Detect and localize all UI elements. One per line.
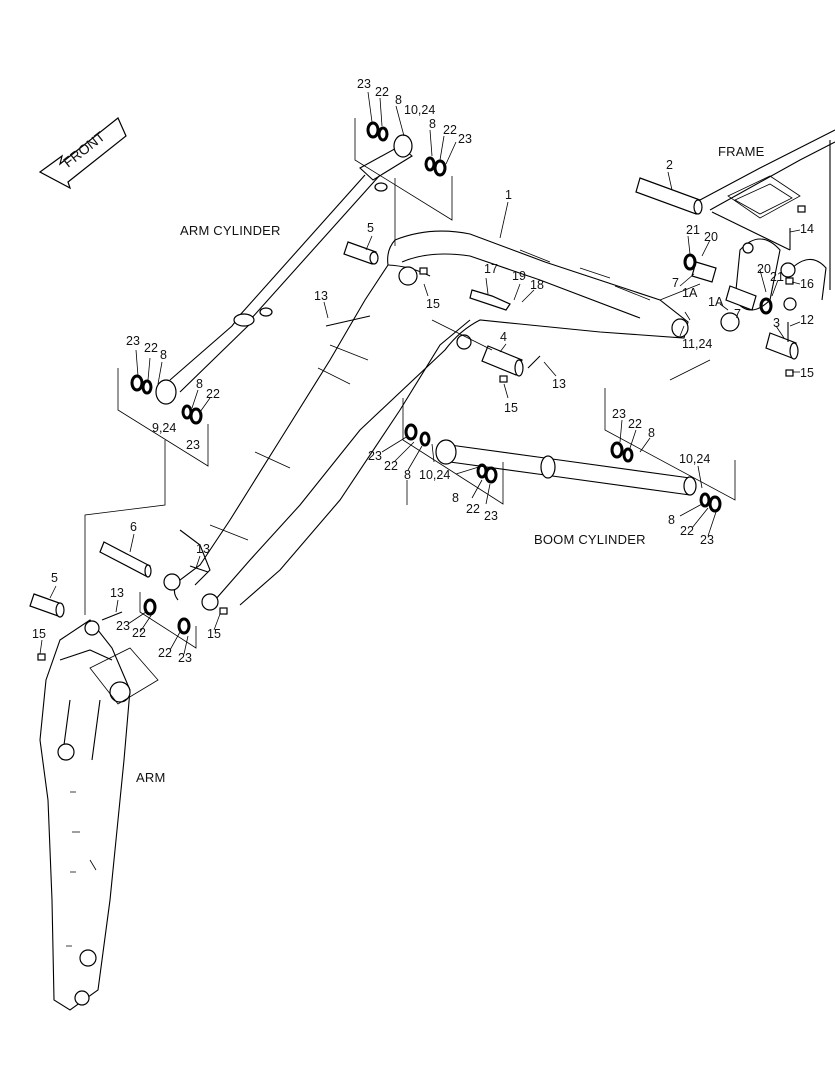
callout-22j: 22 xyxy=(158,646,172,660)
callout-13d: 13 xyxy=(110,586,124,600)
callout-15c: 15 xyxy=(207,627,221,641)
callout-11-24: 11,24 xyxy=(682,337,712,351)
callout-22i: 22 xyxy=(132,626,146,640)
front-arrow-icon: FRONT xyxy=(38,117,127,190)
callout-23b: 23 xyxy=(458,132,472,146)
caption-arm: ARM xyxy=(136,770,166,785)
callout-13b: 13 xyxy=(552,377,566,391)
callout-23i: 23 xyxy=(116,619,130,633)
callout-5a: 5 xyxy=(367,221,374,235)
callout-7a: 7 xyxy=(672,276,679,290)
callout-21a: 21 xyxy=(686,223,700,237)
callout-22g: 22 xyxy=(628,417,642,431)
bolts xyxy=(37,205,806,661)
callout-18: 18 xyxy=(530,278,544,292)
callout-21b: 21 xyxy=(770,270,784,284)
caption-frame: FRAME xyxy=(718,144,765,159)
callout-1A-a: 1A xyxy=(682,286,698,300)
callout-10-24c: 10,24 xyxy=(679,452,710,466)
callout-22f: 22 xyxy=(466,502,480,516)
callout-6: 6 xyxy=(130,520,137,534)
callout-8a: 8 xyxy=(395,93,402,107)
callout-13a: 13 xyxy=(314,289,328,303)
callout-22c: 22 xyxy=(144,341,158,355)
callout-8c: 8 xyxy=(160,348,167,362)
callout-12: 12 xyxy=(800,313,814,327)
callout-9-24: 9,24 xyxy=(152,421,176,435)
callout-8h: 8 xyxy=(668,513,675,527)
callout-23e: 23 xyxy=(368,449,382,463)
callout-2: 2 xyxy=(666,158,673,172)
frame-outline xyxy=(699,129,835,332)
callout-8e: 8 xyxy=(404,468,411,482)
callout-1: 1 xyxy=(505,188,512,202)
boom-cylinder xyxy=(435,439,697,496)
callout-23c: 23 xyxy=(126,334,140,348)
callout-8f: 8 xyxy=(452,491,459,505)
callout-14: 14 xyxy=(800,222,814,236)
callout-15a: 15 xyxy=(426,297,440,311)
callout-15b: 15 xyxy=(504,401,518,415)
callout-19: 19 xyxy=(512,269,526,283)
callout-17: 17 xyxy=(484,262,498,276)
callout-23a: 23 xyxy=(357,77,371,91)
callout-23f: 23 xyxy=(484,509,498,523)
callout-10-24b: 10,24 xyxy=(419,468,450,482)
callout-22a: 22 xyxy=(375,85,389,99)
callout-3: 3 xyxy=(773,316,780,330)
caption-arm-cylinder: ARM CYLINDER xyxy=(180,223,281,238)
callout-22b: 22 xyxy=(443,123,457,137)
callout-7b: 7 xyxy=(734,307,741,321)
boom xyxy=(163,230,689,611)
callout-22e: 22 xyxy=(384,459,398,473)
callout-8g: 8 xyxy=(648,426,655,440)
detail-brackets xyxy=(84,118,736,705)
callout-20b: 20 xyxy=(757,262,771,276)
callout-15d: 15 xyxy=(32,627,46,641)
callout-10-24a: 10,24 xyxy=(404,103,435,117)
leader-lines xyxy=(39,91,801,655)
callout-23g: 23 xyxy=(612,407,626,421)
callout-8b: 8 xyxy=(429,117,436,131)
callout-labels: 1 2 3 4 5 5 6 7 7 8 8 8 8 8 8 8 8 9,24 1… xyxy=(32,77,814,665)
pins xyxy=(29,177,799,618)
caption-boom-cylinder: BOOM CYLINDER xyxy=(534,532,646,547)
callout-22d: 22 xyxy=(206,387,220,401)
callout-4: 4 xyxy=(500,330,507,344)
callout-5b: 5 xyxy=(51,571,58,585)
callout-13c: 13 xyxy=(196,542,210,556)
callout-15e: 15 xyxy=(800,366,814,380)
callout-16: 16 xyxy=(800,277,814,291)
callout-8d: 8 xyxy=(196,377,203,391)
callout-1A-b: 1A xyxy=(708,295,724,309)
callout-23h: 23 xyxy=(700,533,714,547)
seal-rings xyxy=(130,121,773,635)
callout-20a: 20 xyxy=(704,230,718,244)
callout-23d: 23 xyxy=(186,438,200,452)
arm-cylinder xyxy=(155,134,413,405)
callout-22h: 22 xyxy=(680,524,694,538)
arm xyxy=(39,619,131,1011)
callout-23j: 23 xyxy=(178,651,192,665)
